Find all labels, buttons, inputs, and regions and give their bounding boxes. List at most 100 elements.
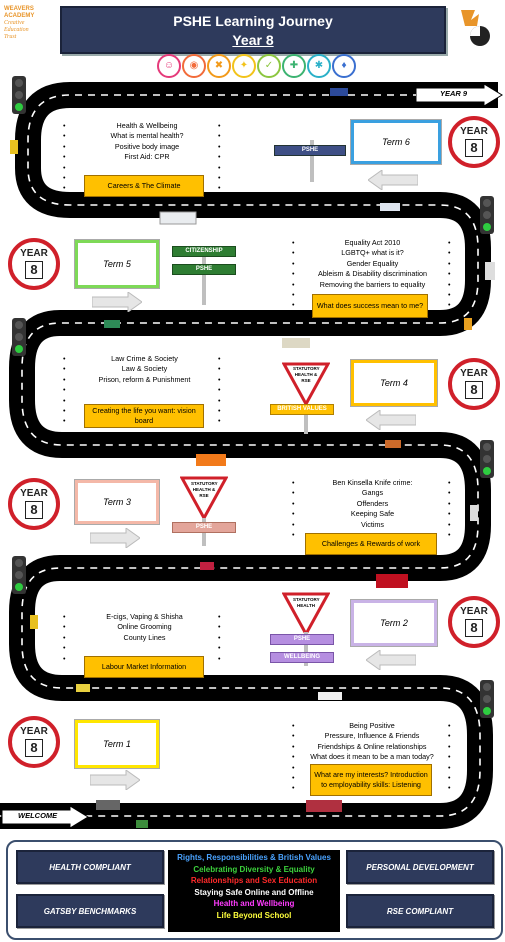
list-item: Pressure, Influence & Friends — [324, 731, 420, 741]
health-icon: ✓ — [257, 54, 281, 78]
list-item: Victims — [360, 519, 385, 529]
term4-highlight: Creating the life you want: vision board — [84, 404, 204, 428]
rights-icon: ☺ — [157, 54, 181, 78]
right-arrow-icon — [90, 770, 140, 790]
year-sign: YEAR 8 — [448, 116, 500, 168]
bullet-markers: ••••••• — [448, 721, 451, 793]
term1-highlight: What are my interests? Introduction to e… — [310, 764, 432, 796]
health-compliant-box: HEALTH COMPLIANT — [16, 850, 164, 884]
rse-compliant-box: RSE COMPLIANT — [346, 894, 494, 928]
term4-topics: Law Crime & Society Law & Society Prison… — [72, 354, 217, 385]
term5-highlight: What does success mean to me? — [312, 294, 428, 318]
school-logo: WEAVERS ACADEMY Creative Education Trust — [4, 6, 56, 41]
term2-triangle-label: STATUTORY HEALTH — [293, 597, 320, 608]
citizenship-tag: CITIZENSHIP — [172, 246, 236, 257]
list-item: Equality Act 2010 — [344, 238, 401, 247]
bullet-markers: ••••• — [218, 612, 221, 663]
list-item: LGBTQ+ what is it? — [341, 248, 404, 258]
pshe-tag: PSHE — [172, 522, 236, 533]
theme-rse: Relationships and Sex Education — [190, 876, 318, 886]
term1-title: Term 1 — [103, 739, 131, 749]
term3-highlight: Challenges & Rewards of work — [305, 533, 437, 555]
traffic-light-icon — [12, 556, 26, 594]
term5-topics: Equality Act 2010 LGBTQ+ what is it? Gen… — [300, 238, 445, 290]
term2-title: Term 2 — [380, 618, 408, 628]
bullet-markers: ••••••• — [218, 354, 221, 426]
statutory-triangle-icon — [180, 476, 228, 520]
title-banner: PSHE Learning Journey Year 8 — [60, 6, 446, 54]
term6-sign: Term 6 — [351, 120, 441, 164]
term6-title: Term 6 — [382, 137, 410, 147]
footer-panel: HEALTH COMPLIANT GATSBY BENCHMARKS Right… — [6, 840, 503, 940]
bullet-markers: ••••••• — [292, 238, 295, 310]
year-sign: YEAR 8 — [8, 238, 60, 290]
bullet-markers: ••••••• — [218, 121, 221, 193]
term6-topics: Health & Wellbeing What is mental health… — [72, 121, 222, 163]
welcome-label: WELCOME — [18, 811, 58, 820]
bullet-markers: ••••••• — [292, 721, 295, 793]
term4-sign: Term 4 — [351, 360, 437, 406]
list-item: Removing the barriers to equality — [319, 279, 426, 289]
traffic-light-icon — [480, 680, 494, 718]
school-crest-icon — [461, 10, 490, 46]
list-item: Health & Wellbeing — [116, 121, 178, 130]
personal-development-box: PERSONAL DEVELOPMENT — [346, 850, 494, 884]
sign-pole — [304, 404, 308, 434]
bullet-markers: ••••• — [63, 612, 66, 663]
year-sign: YEAR 8 — [448, 358, 500, 410]
bullet-markers: ••••••• — [448, 238, 451, 310]
term4-triangle-label: STATUTORY HEALTH & RSE — [293, 366, 320, 383]
year-sign: YEAR 8 — [448, 596, 500, 648]
themes-box: Rights, Responsibilities & British Value… — [168, 850, 340, 932]
term3-title: Term 3 — [103, 497, 131, 507]
statutory-triangle-icon — [282, 362, 330, 406]
page-title: PSHE Learning Journey — [173, 13, 333, 29]
left-arrow-icon — [366, 410, 416, 430]
relationships-icon: ✖ — [207, 54, 231, 78]
term5-sign: Term 5 — [75, 240, 159, 288]
list-item: Gangs — [361, 488, 384, 498]
theme-health-wellbeing: Health and Wellbeing — [213, 899, 295, 909]
list-item: Ableism & Disability discrimination — [317, 269, 428, 279]
theme-staying-safe: Staying Safe Online and Offline — [194, 887, 314, 897]
year9-arrow-icon — [416, 84, 503, 106]
list-item: County Lines — [123, 632, 166, 642]
theme-rights: Rights, Responsibilities & British Value… — [177, 853, 331, 862]
list-item: Ben Kinsella Knife crime: — [332, 478, 413, 487]
list-item: Being Positive — [349, 721, 395, 730]
list-item: Online Grooming — [117, 622, 172, 632]
left-arrow-icon — [366, 650, 416, 670]
year-sign: YEAR 8 — [8, 478, 60, 530]
term2-highlight: Labour Market Information — [84, 656, 204, 678]
list-item: Friendships & Online relationships — [317, 741, 427, 751]
term1-sign: Term 1 — [75, 720, 159, 768]
term2-topics: E-cigs, Vaping & Shisha Online Grooming … — [72, 612, 217, 643]
list-item: Keeping Safe — [350, 509, 395, 519]
term2-sign: Term 2 — [351, 600, 437, 646]
gatsby-benchmarks-box: GATSBY BENCHMARKS — [16, 894, 164, 928]
term3-triangle-label: STATUTORY HEALTH & RSE — [191, 481, 218, 498]
page-subtitle: Year 8 — [232, 32, 274, 48]
traffic-light-icon — [480, 440, 494, 478]
bullet-markers: •••••• — [448, 478, 451, 540]
traffic-light-icon — [12, 76, 26, 114]
bullet-markers: ••••••• — [63, 121, 66, 193]
trust-name-line3: Trust — [4, 34, 17, 40]
year-sign-label: YEAR — [460, 126, 488, 137]
pshe-tag: PSHE — [270, 634, 334, 645]
pshe-tag: PSHE — [172, 264, 236, 275]
wellbeing-icon: ♦ — [332, 54, 356, 78]
school-name-line1: WEAVERS — [4, 6, 34, 12]
list-item: Offenders — [356, 498, 389, 508]
british-values-tag: BRITISH VALUES — [270, 404, 334, 415]
school-name-line2: ACADEMY — [4, 13, 35, 19]
theme-life-beyond-school: Life Beyond School — [216, 910, 292, 920]
traffic-light-icon — [12, 318, 26, 356]
safety-icon: ✱ — [307, 54, 331, 78]
list-item: Gender Equality — [346, 258, 399, 268]
pshe-tag: PSHE — [274, 145, 346, 156]
list-item: What is mental health? — [110, 131, 184, 141]
list-item: Law & Society — [121, 364, 168, 374]
list-item: First Aid: CPR — [124, 152, 170, 162]
